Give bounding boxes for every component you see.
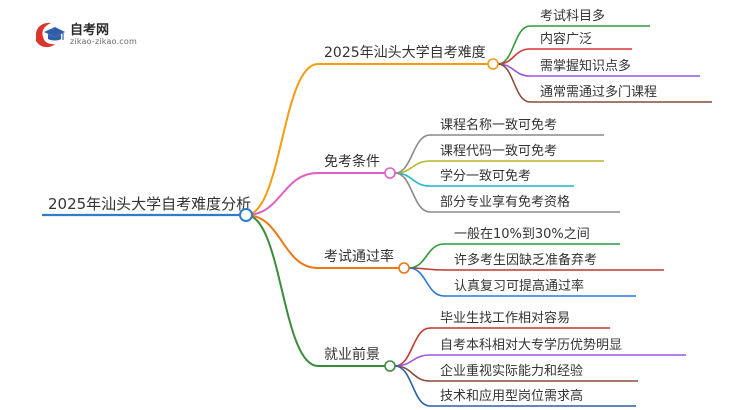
root-label: 2025年汕头大学自考难度分析 (48, 195, 251, 213)
leaf-label: 一般在10%到30%之间 (454, 226, 590, 242)
root-connector (245, 214, 319, 269)
leaf-label: 通常需通过多门课程 (540, 84, 657, 100)
leaf-connector (408, 243, 445, 269)
leaf-label: 内容广泛 (540, 31, 592, 47)
graduation-cap-icon (36, 22, 65, 48)
logo-title: 自考网 (70, 23, 110, 38)
branch-label: 免考条件 (324, 153, 380, 170)
leaf-connector (394, 365, 431, 407)
leaf-connector (497, 25, 531, 65)
root-node[interactable] (239, 208, 253, 222)
branch-node[interactable] (398, 262, 410, 274)
root-connector (245, 172, 319, 216)
leaf-label: 企业重视实际能力和经验 (440, 363, 583, 379)
leaf-label: 认真复习可提高通过率 (454, 278, 584, 294)
branch-node[interactable] (384, 360, 396, 372)
leaf-label: 许多考生因缺乏准备弃考 (454, 252, 597, 268)
leaf-label: 课程名称一致可免考 (440, 117, 557, 133)
leaf-connector (497, 63, 531, 103)
branch-label: 2025年汕头大学自考难度 (324, 45, 486, 61)
site-logo[interactable]: 自考网 zikao-zikao.com (32, 18, 142, 54)
leaf-label: 考试科目多 (540, 8, 605, 24)
leaf-label: 技术和应用型岗位需求高 (440, 388, 583, 404)
root-connector (245, 63, 319, 216)
leaf-label: 毕业生找工作相对容易 (440, 310, 570, 326)
leaf-label: 自考本科相对大专学历优势明显 (440, 337, 622, 353)
branch-label: 就业前景 (324, 346, 380, 363)
branch-node[interactable] (384, 167, 396, 179)
root-connector (245, 214, 319, 367)
leaf-label: 需掌握知识点多 (540, 58, 631, 74)
leaf-label: 学分一致可免考 (440, 168, 531, 184)
leaf-connector (408, 267, 445, 297)
leaf-connector (394, 327, 431, 367)
branch-node[interactable] (487, 58, 499, 70)
leaf-label: 课程代码一致可免考 (440, 144, 557, 159)
leaf-label: 部分专业享有免考资格 (440, 194, 570, 210)
leaf-connector (394, 172, 431, 213)
branch-label: 考试通过率 (324, 248, 394, 265)
logo-subtitle: zikao-zikao.com (70, 37, 137, 46)
